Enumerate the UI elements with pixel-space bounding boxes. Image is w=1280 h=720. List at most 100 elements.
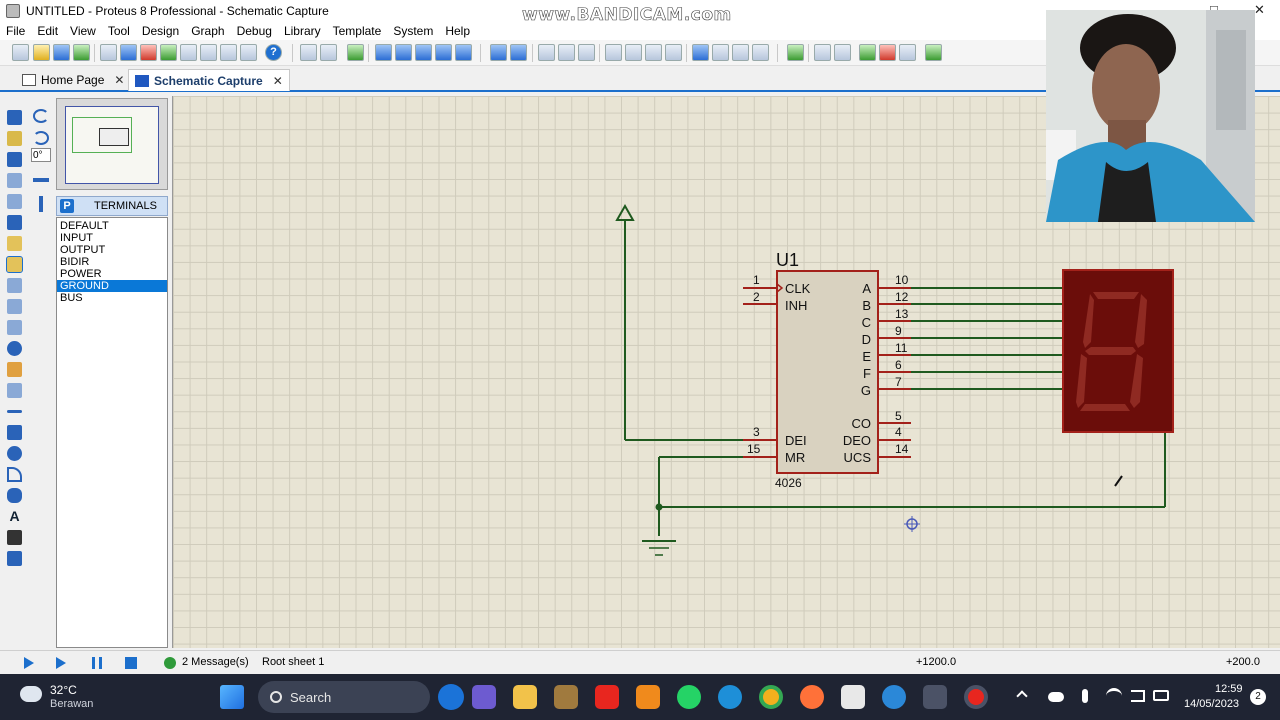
close-window-button[interactable]: ✕ (1254, 2, 1265, 17)
zoom-area-icon[interactable] (455, 44, 472, 61)
file-explorer-icon[interactable] (513, 685, 537, 709)
source-code-icon[interactable] (240, 44, 257, 61)
tab-schematic-capture[interactable]: Schematic Capture ✕ (128, 69, 290, 91)
menu-library[interactable]: Library (283, 24, 321, 38)
mirror-vertical-icon[interactable] (39, 196, 43, 212)
cut-icon[interactable] (538, 44, 555, 61)
terminal-item-bus[interactable]: BUS (60, 292, 83, 304)
wire-label-icon[interactable] (7, 173, 22, 188)
roblox-icon[interactable] (841, 685, 865, 709)
subcircuit-icon[interactable] (7, 236, 22, 251)
buses-icon[interactable] (7, 215, 22, 230)
mirror-horizontal-icon[interactable] (33, 178, 49, 182)
block-rotate-icon[interactable] (645, 44, 662, 61)
design-explorer-icon[interactable] (200, 44, 217, 61)
zoom-in-icon[interactable] (395, 44, 412, 61)
origin-icon[interactable] (347, 44, 364, 61)
menu-debug[interactable]: Debug (236, 24, 272, 38)
youtube-icon[interactable] (595, 685, 619, 709)
terminal-item-power[interactable]: POWER (60, 268, 102, 280)
goto-sheet-icon[interactable] (899, 44, 916, 61)
terminals-mode-icon[interactable] (6, 256, 23, 273)
vscode-icon[interactable] (882, 685, 906, 709)
menu-edit[interactable]: Edit (37, 24, 59, 38)
tray-overflow-icon[interactable] (1016, 690, 1028, 702)
remove-sheet-icon[interactable] (879, 44, 896, 61)
terminal-item-bidir[interactable]: BIDIR (60, 256, 90, 268)
terminal-item-output[interactable]: OUTPUT (60, 244, 106, 256)
close-tab-icon[interactable]: ✕ (114, 73, 125, 87)
rotation-angle-input[interactable] (31, 148, 51, 162)
tape-recorder-icon[interactable] (7, 320, 22, 335)
zoom-all-icon[interactable] (435, 44, 452, 61)
symbol-tool-icon[interactable] (7, 530, 22, 545)
marker-tool-icon[interactable] (7, 551, 22, 566)
graph-mode-icon[interactable] (7, 299, 22, 314)
bill-of-materials-icon[interactable] (220, 44, 237, 61)
component-mode-icon[interactable] (7, 131, 22, 146)
new-file-icon[interactable] (12, 44, 29, 61)
menu-tool[interactable]: Tool (107, 24, 130, 38)
chrome-icon[interactable] (759, 685, 783, 709)
tab-home-page[interactable]: Home Page ✕ (16, 69, 130, 91)
arc-tool-icon[interactable] (7, 467, 22, 482)
rotate-clockwise-icon[interactable] (33, 109, 49, 123)
terminal-item-default[interactable]: DEFAULT (60, 220, 109, 232)
menu-help[interactable]: Help (445, 24, 471, 38)
start-icon[interactable] (220, 685, 244, 709)
property-assignment-icon[interactable] (834, 44, 851, 61)
bing-icon[interactable] (438, 684, 464, 710)
step-simulation-icon[interactable] (56, 657, 66, 669)
terminal-item-ground[interactable]: GROUND (57, 280, 167, 292)
close-tab-icon[interactable]: ✕ (272, 73, 283, 88)
zoom-out-icon[interactable] (415, 44, 432, 61)
import-icon[interactable] (73, 44, 90, 61)
overview-window[interactable] (56, 98, 168, 190)
volume-icon[interactable] (1131, 690, 1145, 702)
weather-temperature[interactable]: 32°C (50, 683, 77, 697)
3d-view-icon[interactable] (160, 44, 177, 61)
pick-device-icon[interactable] (692, 44, 709, 61)
component-reference[interactable]: U1 (776, 250, 799, 270)
taskbar-search[interactable]: Search (258, 681, 464, 713)
weather-cloud-icon[interactable] (20, 686, 42, 702)
pan-icon[interactable] (375, 44, 392, 61)
block-move-icon[interactable] (625, 44, 642, 61)
grid-toggle-icon[interactable] (320, 44, 337, 61)
text-tool-icon[interactable]: A (9, 508, 20, 524)
save-icon[interactable] (53, 44, 70, 61)
teams-icon[interactable] (472, 685, 496, 709)
gerber-icon[interactable] (180, 44, 197, 61)
menu-design[interactable]: Design (141, 24, 180, 38)
copy-icon[interactable] (558, 44, 575, 61)
virtual-instruments-icon[interactable] (7, 383, 22, 398)
text-script-icon[interactable] (7, 194, 22, 209)
maximize-button[interactable]: □ (1210, 2, 1218, 17)
clock-date[interactable]: 14/05/2023 (1184, 698, 1240, 710)
pause-simulation-icon[interactable] (92, 657, 102, 669)
rotate-anticlockwise-icon[interactable] (33, 131, 49, 145)
play-simulation-icon[interactable] (24, 657, 34, 669)
redo-icon[interactable] (510, 44, 527, 61)
message-count[interactable]: 2 Message(s) (182, 656, 249, 668)
menu-view[interactable]: View (70, 24, 96, 38)
make-device-icon[interactable] (712, 44, 729, 61)
wifi-icon[interactable] (1106, 688, 1122, 704)
box-tool-icon[interactable] (7, 425, 22, 440)
menu-system[interactable]: System (393, 24, 434, 38)
component-value[interactable]: 4026 (775, 476, 802, 490)
voltage-probe-icon[interactable] (7, 362, 22, 377)
junction-dot-icon[interactable] (7, 152, 22, 167)
undo-icon[interactable] (490, 44, 507, 61)
notification-badge[interactable]: 2 (1250, 689, 1266, 705)
edge-icon[interactable] (718, 685, 742, 709)
selection-mode-icon[interactable] (7, 110, 22, 125)
block-delete-icon[interactable] (665, 44, 682, 61)
paste-icon[interactable] (578, 44, 595, 61)
open-file-icon[interactable] (33, 44, 50, 61)
new-sheet-icon[interactable] (859, 44, 876, 61)
microphone-icon[interactable] (1082, 689, 1088, 703)
isis-icon[interactable] (120, 44, 137, 61)
ic-4026-body[interactable] (776, 270, 879, 474)
ares-icon[interactable] (140, 44, 157, 61)
